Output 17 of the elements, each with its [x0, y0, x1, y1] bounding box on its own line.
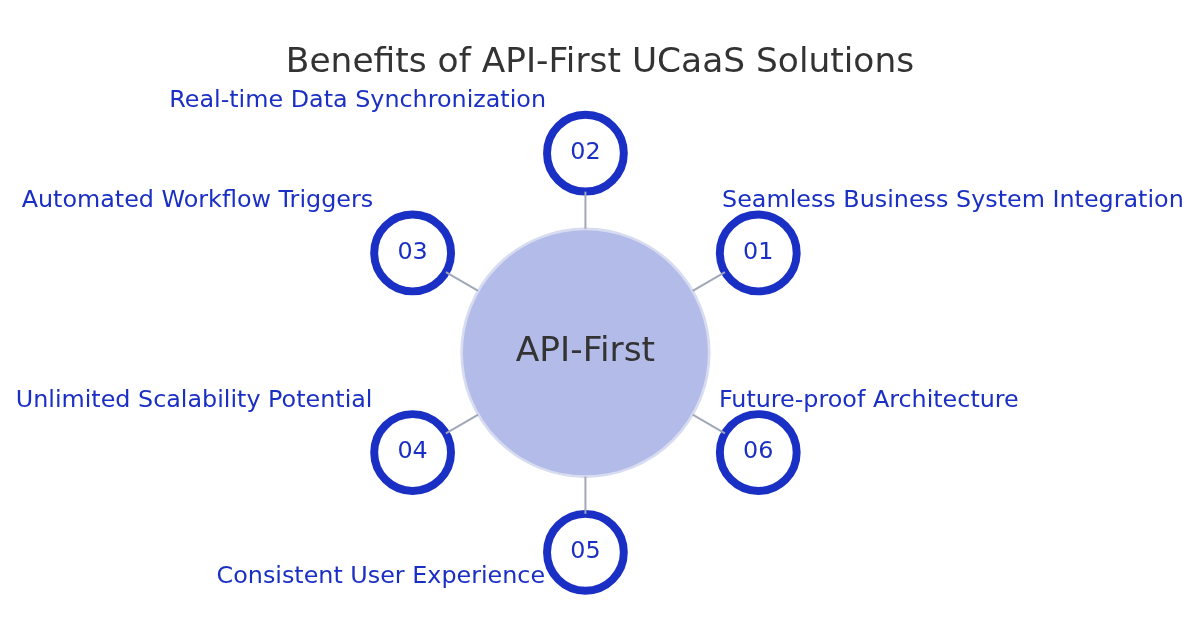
connector — [444, 413, 480, 435]
node-circle: 05 — [543, 509, 628, 595]
node-label: Future-proof Architecture — [718, 384, 1019, 413]
connector — [691, 271, 726, 292]
node-circle: 01 — [715, 210, 801, 296]
node-label: Consistent User Experience — [216, 561, 546, 590]
connector — [584, 190, 587, 230]
diagram-title: Benefits of API-First UCaaS Solutions — [285, 40, 915, 81]
connector — [584, 475, 587, 515]
node-circle: 06 — [715, 410, 801, 495]
node-circle: API-First — [460, 227, 711, 478]
node-circle: 02 — [543, 110, 628, 196]
connector — [691, 413, 726, 435]
node-label: Unlimited Scalability Potential — [15, 384, 373, 413]
node-circle: 04 — [370, 410, 455, 495]
node-circle: 03 — [370, 210, 455, 296]
connector — [444, 271, 480, 292]
